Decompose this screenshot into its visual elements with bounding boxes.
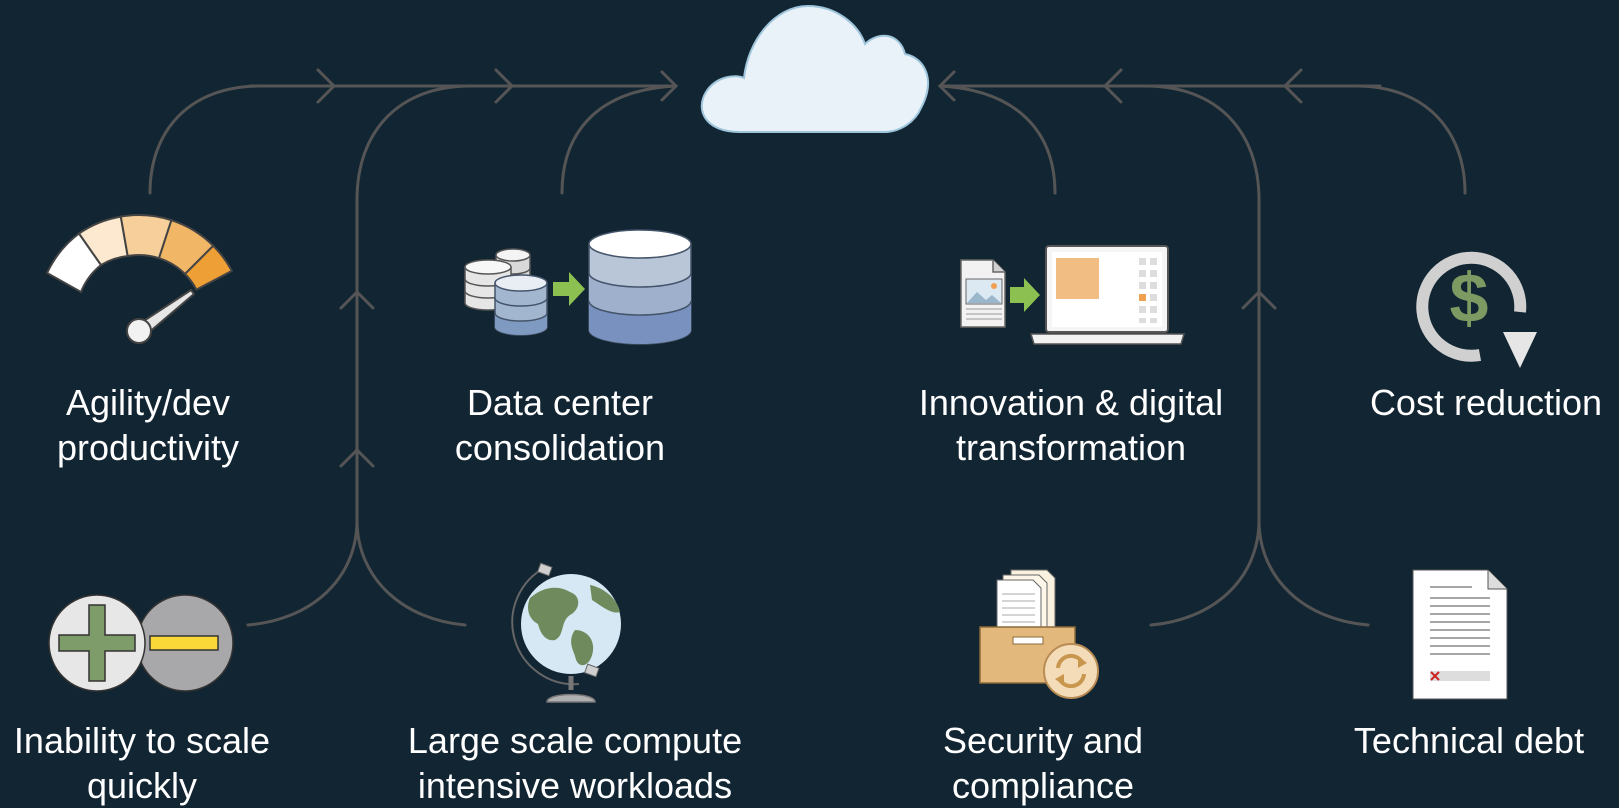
arrow-right-1	[316, 68, 337, 104]
arrow-up-1	[339, 289, 375, 310]
cloud-icon	[700, 4, 929, 133]
arrow-left-3	[1282, 68, 1303, 104]
debt-label: Technical debt	[1353, 720, 1585, 761]
security-connector	[1149, 518, 1261, 627]
gauge-icon	[45, 214, 234, 344]
innovation-connector	[938, 84, 1057, 195]
debt-connector	[1257, 518, 1370, 627]
svg-text:$: $	[1450, 259, 1489, 337]
database-consolidation-icon	[464, 229, 692, 345]
green-arrow-icon	[553, 272, 585, 306]
left-vertical-connector	[355, 84, 472, 532]
document-error-icon	[1412, 569, 1508, 700]
right-vertical-connector	[1144, 84, 1261, 532]
arrow-right-2	[494, 68, 515, 104]
innovation-label: Innovation & digital transformation	[918, 382, 1224, 468]
connector-lines	[148, 68, 1467, 627]
compute-label: Large scale compute intensive workloads	[407, 720, 743, 806]
arrow-up-2	[339, 447, 375, 468]
arrow-right-3	[660, 70, 679, 102]
archive-box-icon	[979, 569, 1099, 699]
cost-connector	[1354, 84, 1467, 195]
cost-label: Cost reduction	[1369, 382, 1603, 423]
agility-connector	[148, 84, 262, 195]
scale-connector	[246, 518, 359, 627]
dollar-cycle-icon: $	[1416, 251, 1537, 368]
security-label: Security and compliance	[942, 720, 1144, 806]
agility-label: Agility/dev productivity	[56, 382, 240, 468]
document-to-laptop-icon	[960, 245, 1186, 345]
plus-minus-icon	[48, 594, 234, 692]
datacenter-label: Data center consolidation	[454, 382, 666, 468]
datacenter-connector	[560, 84, 677, 195]
globe-icon	[511, 562, 621, 703]
scale-label: Inability to scale quickly	[13, 720, 271, 806]
compute-connector	[355, 518, 467, 627]
arrow-left-1	[937, 70, 956, 102]
arrow-left-2	[1102, 68, 1123, 104]
arrow-up-3	[1241, 289, 1277, 310]
